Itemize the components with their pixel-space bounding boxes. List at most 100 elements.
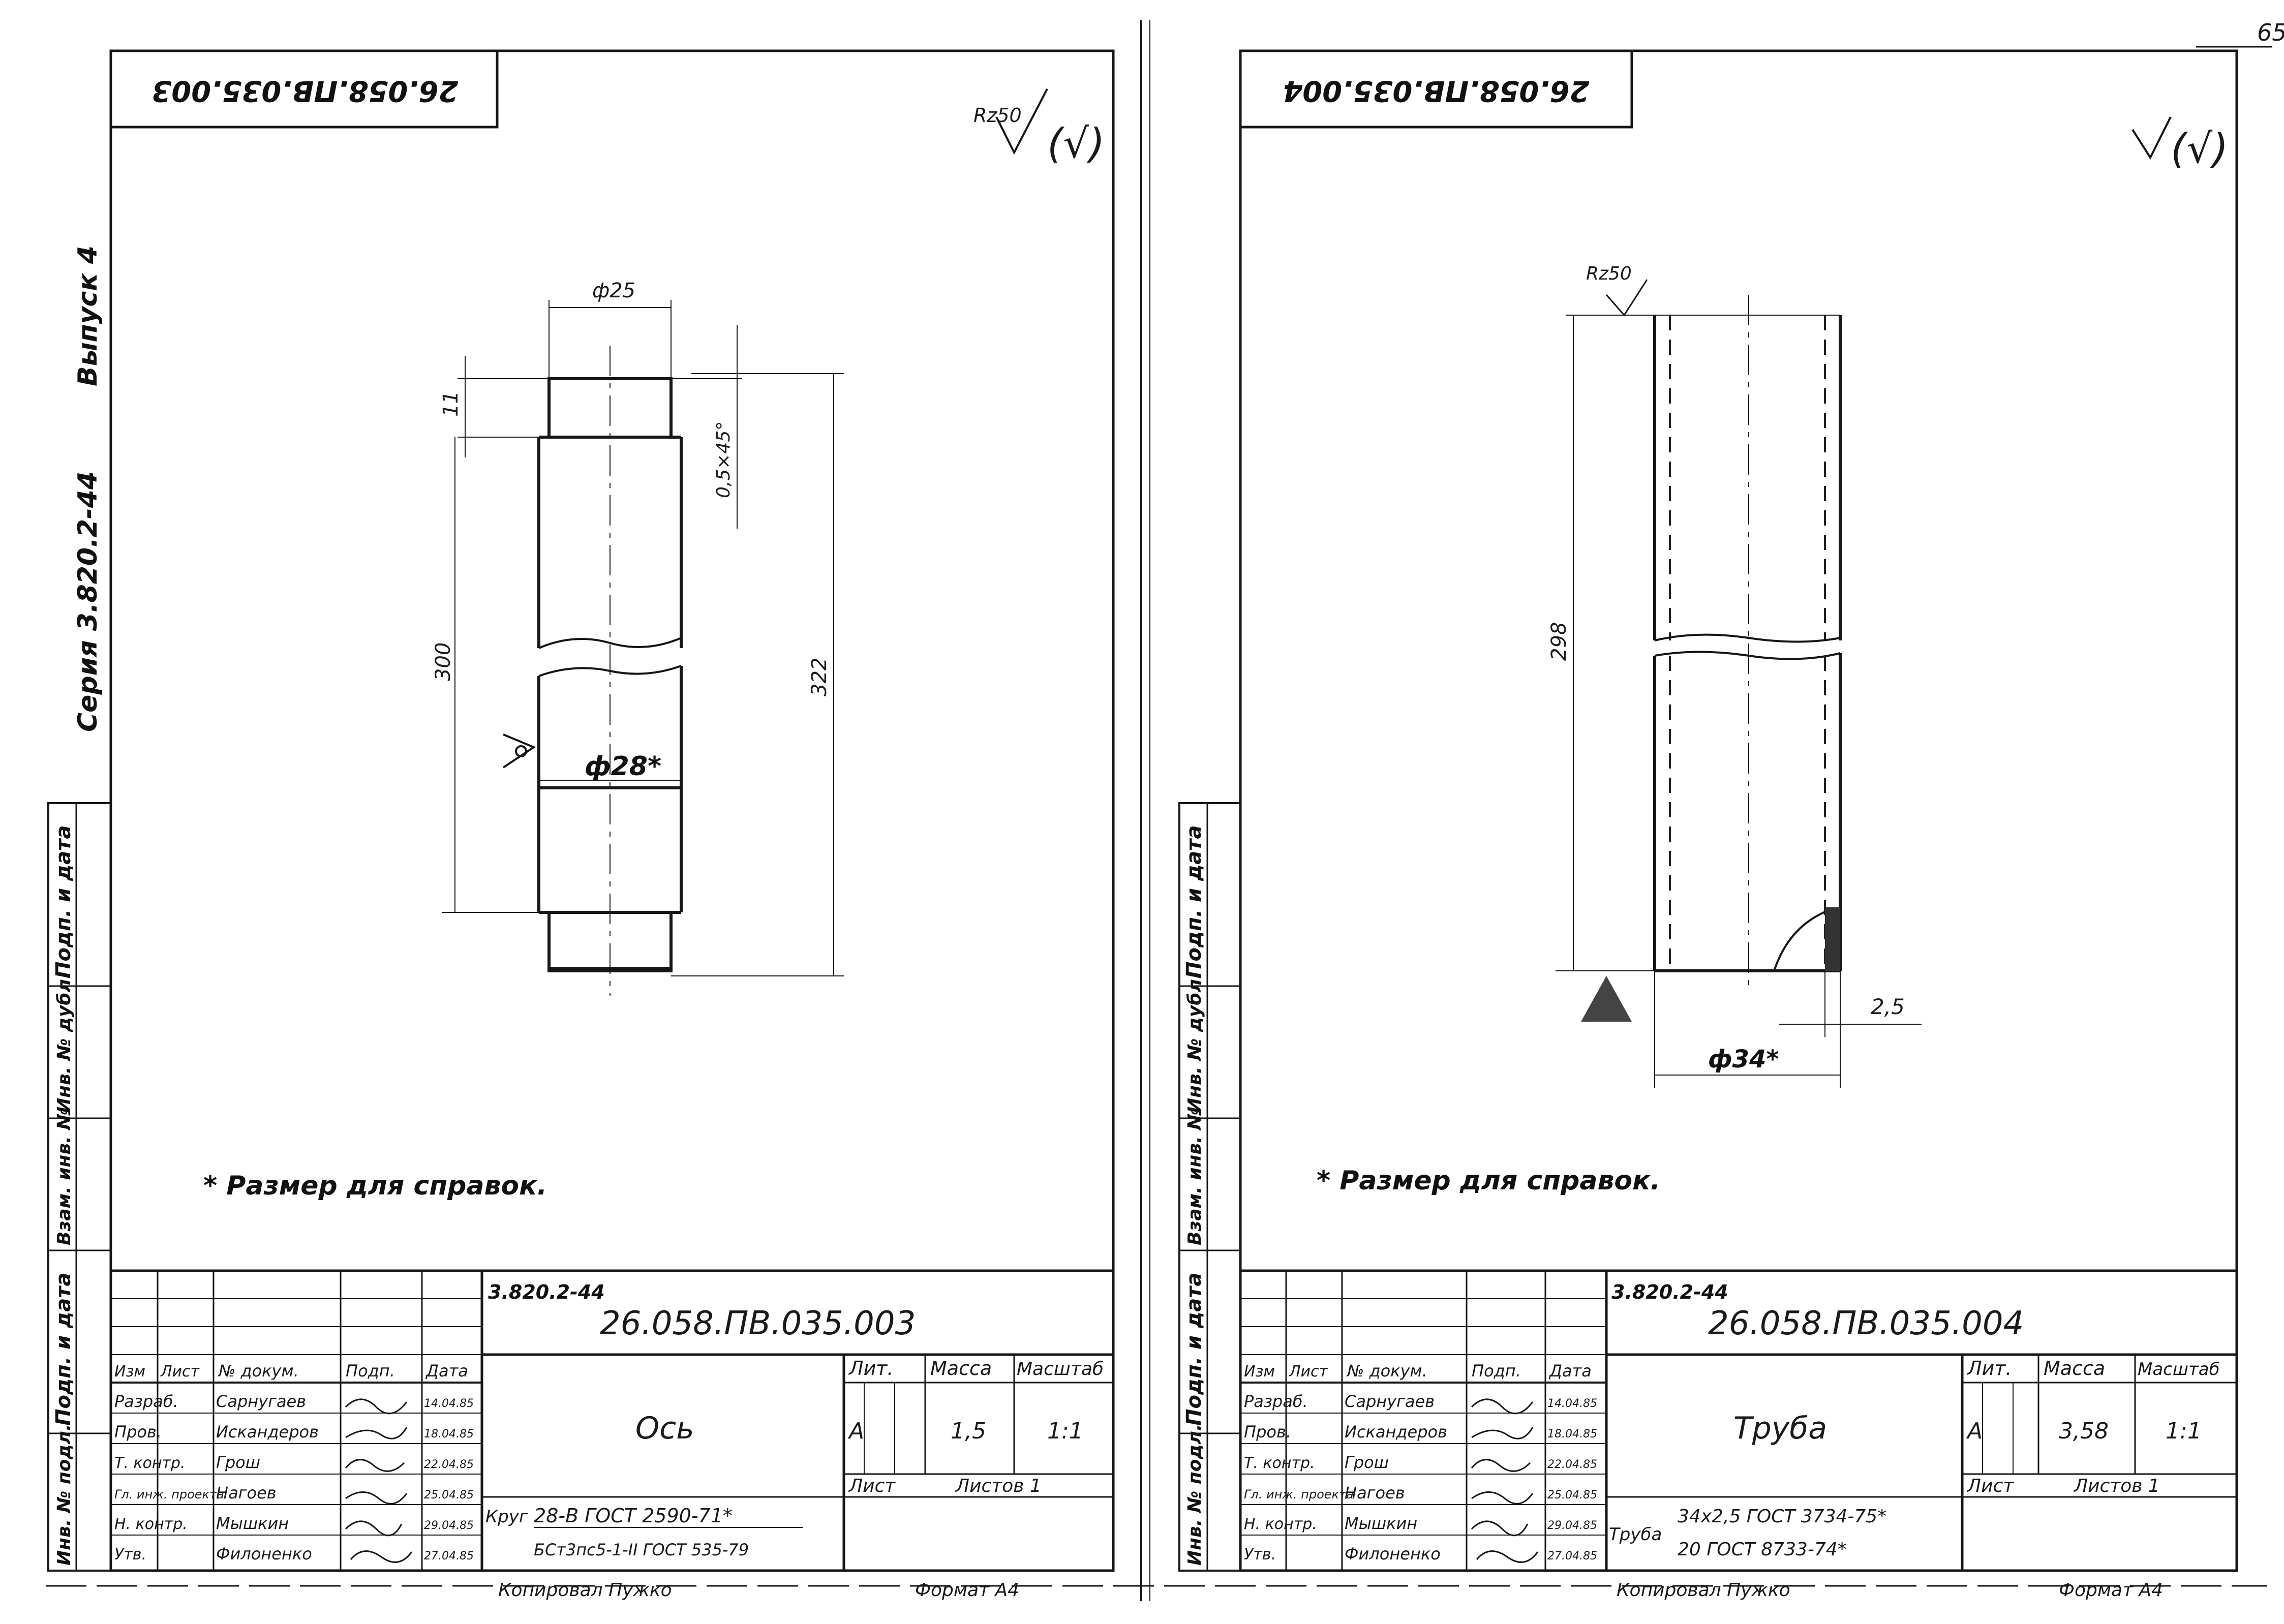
right-tb-h-izm: Изм <box>1244 1363 1275 1381</box>
right-note: * Размер для справок. <box>1317 1166 1660 1196</box>
right-side-label-1: Подп. и дата <box>1182 825 1206 978</box>
left-dim-322: 322 <box>808 658 831 696</box>
right-copied: Копировал Пужко <box>1617 1580 1790 1601</box>
left-tb-mass: 1,5 <box>951 1418 986 1444</box>
right-tb-series: 3.820.2-44 <box>1611 1281 1728 1303</box>
page-number: 65 <box>2257 19 2284 46</box>
right-name-3: Грош <box>1345 1453 1389 1472</box>
right-name-6: Филоненко <box>1345 1544 1441 1564</box>
right-name-4: Нагоев <box>1345 1483 1405 1503</box>
left-sheet: 26.058.ПВ.035.003 Rz50 (√) Подп. и дата … <box>47 49 1115 1601</box>
right-date-1: 14.04.85 <box>1547 1397 1597 1410</box>
left-roughness-label: Rz50 <box>973 104 1022 127</box>
right-date-6: 27.04.85 <box>1547 1550 1597 1562</box>
left-role-5: Н. контр. <box>114 1515 188 1533</box>
left-date-5: 29.04.85 <box>424 1519 474 1532</box>
issue-label: Выпуск 4 <box>73 246 103 386</box>
right-part-tube: 298 Rz50 2,5 ф34* <box>1547 263 1922 1088</box>
left-copied: Копировал Пужко <box>498 1580 672 1601</box>
left-roughness-mark: Rz50 (√) <box>973 88 1105 167</box>
side-label-3: Взам. инв. № <box>54 1108 75 1245</box>
right-dim-wall: 2,5 <box>1871 994 1905 1019</box>
left-note: * Размер для справок. <box>203 1171 547 1201</box>
right-dim-298: 298 <box>1547 622 1571 661</box>
side-label-4: Подп. и дата <box>52 1273 75 1426</box>
left-dim-11: 11 <box>439 391 463 417</box>
left-dim-d28: ф28* <box>585 751 661 782</box>
right-side-label-3: Взам. инв. № <box>1184 1108 1205 1245</box>
left-role-1: Разраб. <box>114 1392 178 1411</box>
right-tb-material-label: Труба <box>1609 1524 1662 1545</box>
right-role-3: Т. контр. <box>1244 1454 1315 1472</box>
left-tb-material-1: 28-В ГОСТ 2590-71* <box>534 1505 733 1527</box>
left-tb-code: 26.058.ПВ.035.003 <box>600 1305 916 1342</box>
right-name-1: Сарнугаев <box>1345 1392 1435 1411</box>
side-label-2: Инв. № дубл. <box>54 972 75 1113</box>
side-label-5: Инв. № подл. <box>54 1424 75 1566</box>
right-sheet: 26.058.ПВ.035.004 (√) Подп. и дата Инв. … <box>1178 49 2238 1601</box>
left-tb-h-date: Дата <box>425 1361 468 1381</box>
right-tb-h-sign: Подп. <box>1472 1361 1521 1381</box>
right-side-label-5: Инв. № подл. <box>1184 1424 1205 1566</box>
right-tb-lit-label: Лит. <box>1966 1357 2012 1380</box>
right-date-2: 18.04.85 <box>1547 1428 1597 1441</box>
left-name-4: Нагоев <box>216 1483 277 1503</box>
left-date-6: 27.04.85 <box>424 1550 474 1562</box>
right-tb-material-1: 34х2,5 ГОСТ 3734-75* <box>1678 1506 1886 1527</box>
right-tb-sheets: Листов 1 <box>2073 1476 2160 1496</box>
left-dim-chamfer: 0,5×45° <box>713 421 734 498</box>
right-tb-name: Труба <box>1733 1411 1827 1446</box>
left-roughness-tail: (√) <box>1047 120 1105 167</box>
left-date-1: 14.04.85 <box>424 1397 474 1410</box>
series-label: Серия 3.820.2-44 <box>73 471 103 732</box>
left-tb-scale-label: Масштаб <box>1017 1359 1104 1380</box>
left-name-1: Сарнугаев <box>216 1392 306 1411</box>
side-label-1: Подп. и дата <box>52 825 75 978</box>
left-tb-material-2: БСт3пс5-1-II ГОСТ 535-79 <box>534 1540 749 1559</box>
left-side-strip: Подп. и дата Инв. № дубл. Взам. инв. № П… <box>47 802 112 1572</box>
left-date-4: 25.04.85 <box>424 1489 474 1502</box>
right-title-block: Изм Лист № докум. Подп. Дата Разраб. Про… <box>1239 1269 2238 1572</box>
left-tb-sheet: Лист <box>848 1476 896 1496</box>
right-tb-h-doc: № докум. <box>1346 1361 1427 1381</box>
left-name-2: Искандеров <box>216 1422 319 1442</box>
left-role-2: Пров. <box>114 1422 162 1442</box>
left-tb-scale: 1:1 <box>1047 1418 1083 1444</box>
right-side-label-2: Инв. № дубл. <box>1184 972 1205 1113</box>
right-tb-sheet: Лист <box>1966 1476 2014 1496</box>
right-role-6: Утв. <box>1244 1546 1276 1564</box>
right-role-2: Пров. <box>1244 1422 1291 1442</box>
left-tb-lit-label: Лит. <box>848 1357 894 1380</box>
right-role-4: Гл. инж. проекта <box>1244 1487 1354 1502</box>
left-tb-h-list: Лист <box>160 1363 200 1381</box>
right-roughness-mark: (√) <box>2131 116 2228 172</box>
right-roughness-tail: (√) <box>2171 125 2228 172</box>
right-stamp: 26.058.ПВ.035.004 <box>1283 74 1589 107</box>
left-role-3: Т. контр. <box>114 1454 186 1472</box>
left-date-3: 22.04.85 <box>424 1458 474 1471</box>
left-tb-lit: А <box>847 1418 864 1444</box>
right-tb-material-2: 20 ГОСТ 8733-74* <box>1678 1539 1847 1560</box>
right-tb-scale-label: Масштаб <box>2138 1359 2220 1380</box>
right-tb-mass-label: Масса <box>2044 1357 2105 1380</box>
left-name-6: Филоненко <box>216 1544 312 1564</box>
left-role-4: Гл. инж. проекта <box>114 1487 224 1502</box>
left-tb-h-doc: № докум. <box>218 1361 299 1381</box>
right-date-5: 29.04.85 <box>1547 1519 1597 1532</box>
right-name-2: Искандеров <box>1345 1422 1447 1442</box>
right-tb-h-list: Лист <box>1289 1363 1329 1381</box>
left-dim-300: 300 <box>432 642 455 681</box>
right-tb-mass: 3,58 <box>2059 1418 2109 1444</box>
left-tb-material-label: Круг <box>485 1507 529 1527</box>
left-title-block: Изм Лист № докум. Подп. Дата Разраб. Про… <box>109 1269 1115 1572</box>
left-dim-d25: ф25 <box>592 279 635 302</box>
right-tb-h-date: Дата <box>1548 1361 1592 1381</box>
left-part-axle: ф25 0,5×45° 11 300 322 ф28* <box>432 279 844 996</box>
left-tb-series: 3.820.2-44 <box>488 1281 605 1303</box>
left-name-5: Мышкин <box>216 1514 289 1533</box>
left-role-6: Утв. <box>114 1546 146 1564</box>
left-stamp: 26.058.ПВ.035.003 <box>151 74 458 107</box>
right-tb-scale: 1:1 <box>2166 1418 2202 1444</box>
left-date-2: 18.04.85 <box>424 1428 474 1441</box>
